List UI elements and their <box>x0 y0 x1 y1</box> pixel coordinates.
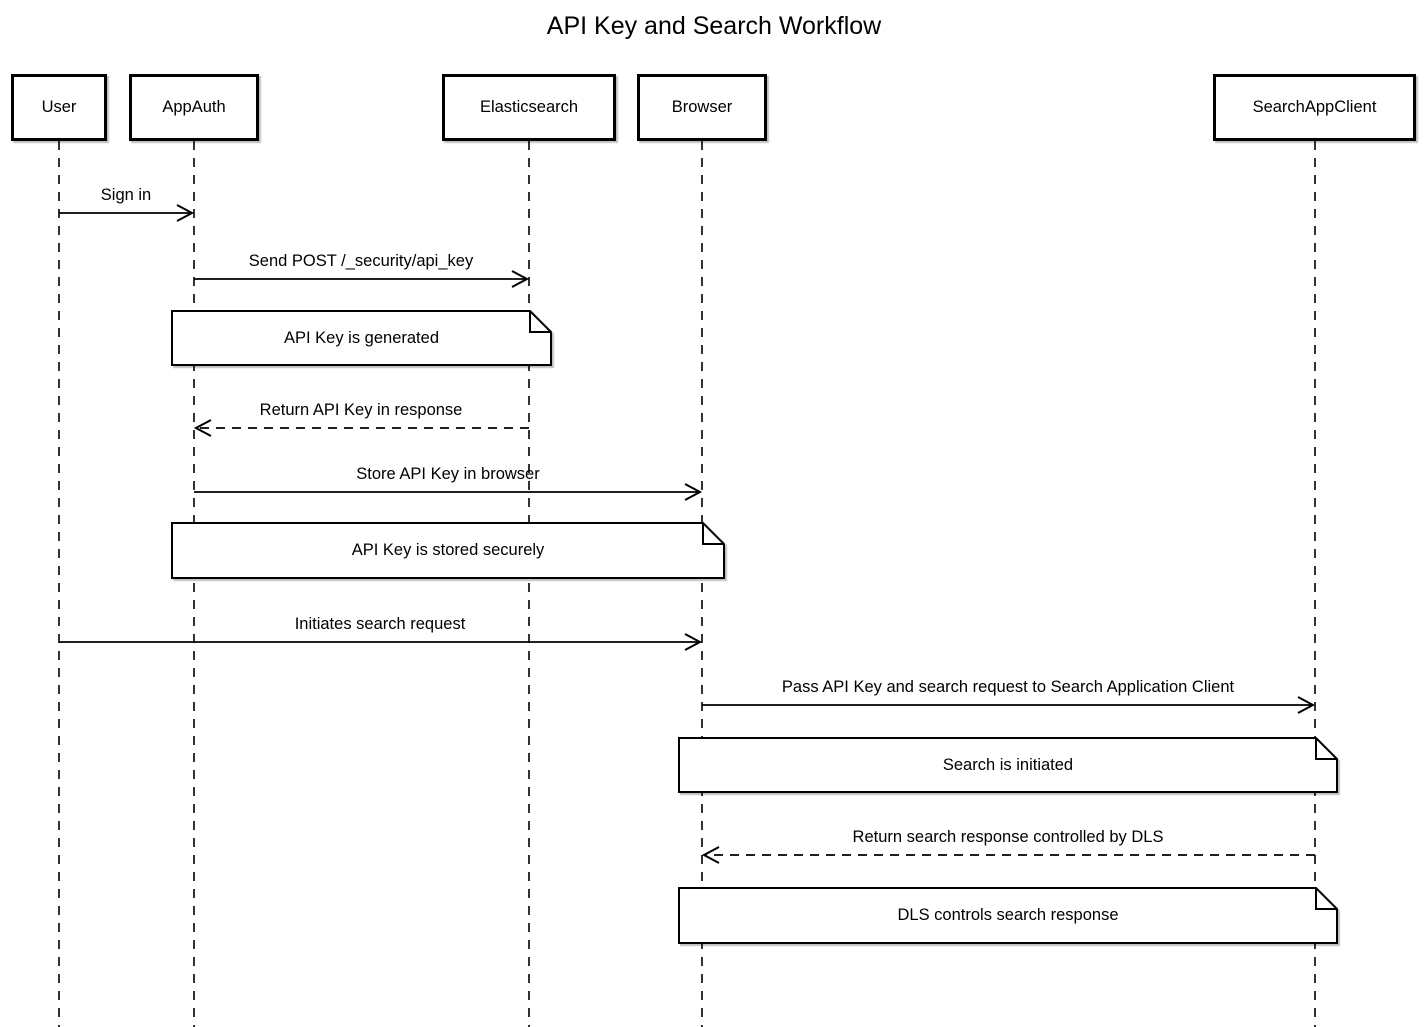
note-shape-search-initiated <box>678 737 1338 793</box>
note-shape-dls-controls <box>678 887 1338 944</box>
arrowhead-right-icon <box>1297 696 1316 714</box>
message-label-store-api-key: Store API Key in browser <box>356 465 540 483</box>
message-label-pass-api-key: Pass API Key and search request to Searc… <box>781 678 1235 696</box>
message-label-send-post: Send POST /_security/api_key <box>248 252 474 270</box>
note-fold-icon <box>1315 888 1337 910</box>
actor-browser: Browser <box>637 74 767 141</box>
message-label-return-api-key: Return API Key in response <box>259 401 463 419</box>
note-shape-api-key-generated <box>171 310 552 366</box>
actor-appauth-label: AppAuth <box>162 98 226 116</box>
actor-elasticsearch: Elasticsearch <box>442 74 616 141</box>
message-label-sign-in: Sign in <box>100 186 152 204</box>
note-fold-icon <box>1315 738 1337 760</box>
arrowhead-left-icon <box>193 419 212 437</box>
message-label-initiates-search: Initiates search request <box>294 615 466 633</box>
actor-appauth: AppAuth <box>129 74 259 141</box>
actor-user: User <box>11 74 107 141</box>
arrowhead-left-icon <box>701 846 720 864</box>
arrowhead-right-icon <box>176 204 195 222</box>
message-label-return-search-response: Return search response controlled by DLS <box>852 828 1164 846</box>
note-fold-icon <box>702 523 724 545</box>
arrowhead-right-icon <box>684 633 703 651</box>
diagram-title: API Key and Search Workflow <box>546 12 882 40</box>
arrowhead-right-icon <box>684 483 703 501</box>
note-shape-api-key-stored <box>171 522 725 579</box>
actor-searchappclient-label: SearchAppClient <box>1252 98 1377 116</box>
actor-user-label: User <box>41 98 77 116</box>
actor-searchappclient: SearchAppClient <box>1213 74 1416 141</box>
actor-elasticsearch-label: Elasticsearch <box>479 98 579 116</box>
arrowhead-right-icon <box>511 270 530 288</box>
actor-browser-label: Browser <box>671 98 733 116</box>
note-fold-icon <box>529 311 551 333</box>
